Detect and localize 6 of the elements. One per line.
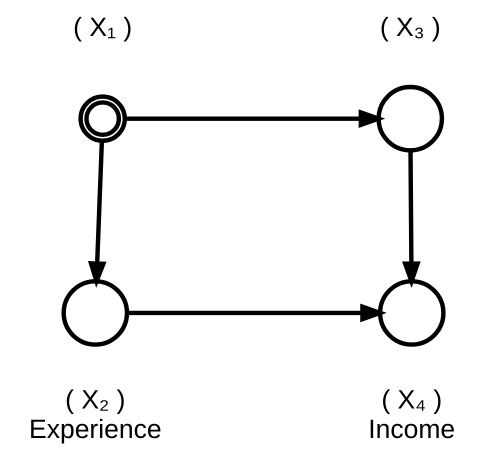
node-label: ( X₄ ) (381, 384, 442, 414)
node-label: Income (368, 413, 456, 444)
node-label: ( X₂ ) (65, 384, 126, 414)
node-label: Experience (29, 413, 162, 444)
node-label: ( X₁ ) (73, 12, 132, 42)
node-label: ( X₃ ) (380, 12, 441, 42)
